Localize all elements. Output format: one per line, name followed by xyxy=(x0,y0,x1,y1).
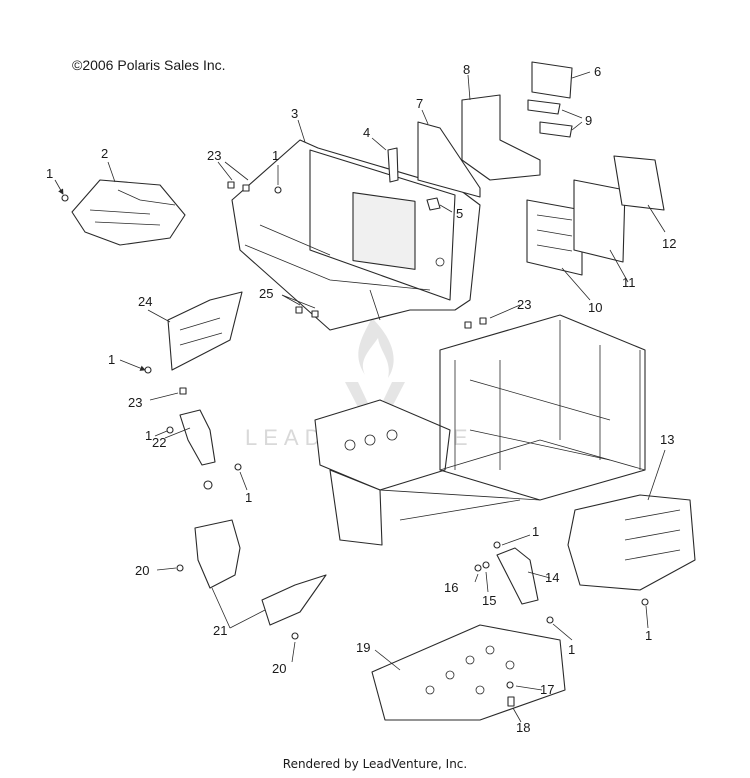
part-11-pad xyxy=(573,179,626,263)
part-2-front-panel xyxy=(71,179,186,246)
callout-16: 16 xyxy=(444,580,458,595)
callout-labels: 1 2 3 4 5 6 7 8 9 10 11 12 13 14 15 16 1… xyxy=(46,62,676,735)
callout-23c: 23 xyxy=(517,297,531,312)
callout-1e: 1 xyxy=(245,490,252,505)
callout-17: 17 xyxy=(540,682,554,697)
callout-1d: 1 xyxy=(145,428,152,443)
callout-1c: 1 xyxy=(108,352,115,367)
part-24-side-panel xyxy=(167,291,243,371)
part-10-grille-panel xyxy=(526,199,583,276)
callout-6: 6 xyxy=(594,64,601,79)
callout-13: 13 xyxy=(660,432,674,447)
part-13-storage-box xyxy=(567,494,696,591)
frame-chassis xyxy=(314,314,646,546)
callout-3: 3 xyxy=(291,106,298,121)
callout-11: 11 xyxy=(622,275,636,290)
callout-21: 21 xyxy=(213,623,227,638)
callout-7: 7 xyxy=(416,96,423,111)
callout-20b: 20 xyxy=(272,661,286,676)
callout-1f: 1 xyxy=(532,524,539,539)
part-22-bracket xyxy=(179,409,216,466)
fasteners xyxy=(61,181,649,707)
part-14-bracket xyxy=(496,547,539,605)
callout-9: 9 xyxy=(585,113,592,128)
callout-23a: 23 xyxy=(128,395,142,410)
callout-20a: 20 xyxy=(135,563,149,578)
part-21-fender xyxy=(194,519,327,626)
leader-lines xyxy=(54,71,666,723)
callout-1b: 1 xyxy=(272,148,279,163)
watermark-logo xyxy=(345,318,405,440)
part-7-insulation xyxy=(417,121,481,198)
callout-15: 15 xyxy=(482,593,496,608)
part-12-foam xyxy=(613,155,665,211)
footer-credit: Rendered by LeadVenture, Inc. xyxy=(282,757,468,771)
copyright-notice: ©2006 Polaris Sales Inc. xyxy=(72,57,226,73)
callout-5: 5 xyxy=(456,206,463,221)
callout-19: 19 xyxy=(356,640,370,655)
callout-25: 25 xyxy=(259,286,273,301)
callout-1: 1 xyxy=(46,166,53,181)
callout-1g: 1 xyxy=(568,642,575,657)
callout-8: 8 xyxy=(463,62,470,77)
callout-22: 22 xyxy=(152,435,166,450)
callout-1h: 1 xyxy=(645,628,652,643)
part-8-foam-block xyxy=(461,94,541,181)
callout-18: 18 xyxy=(516,720,530,735)
part-19-floor-plate xyxy=(371,624,566,721)
callout-2: 2 xyxy=(101,146,108,161)
callout-24: 24 xyxy=(138,294,152,309)
callout-12: 12 xyxy=(662,236,676,251)
part-9-strip-b xyxy=(539,121,573,138)
callout-4: 4 xyxy=(363,125,370,140)
callout-14: 14 xyxy=(545,570,559,585)
part-5-clip xyxy=(426,197,441,211)
callout-23b: 23 xyxy=(207,148,221,163)
part-3-cab-panel xyxy=(231,139,481,331)
part-4-bracket xyxy=(387,147,399,183)
part-9-strip-a xyxy=(527,99,561,115)
part-6-pad xyxy=(531,61,573,99)
callout-10: 10 xyxy=(588,300,602,315)
